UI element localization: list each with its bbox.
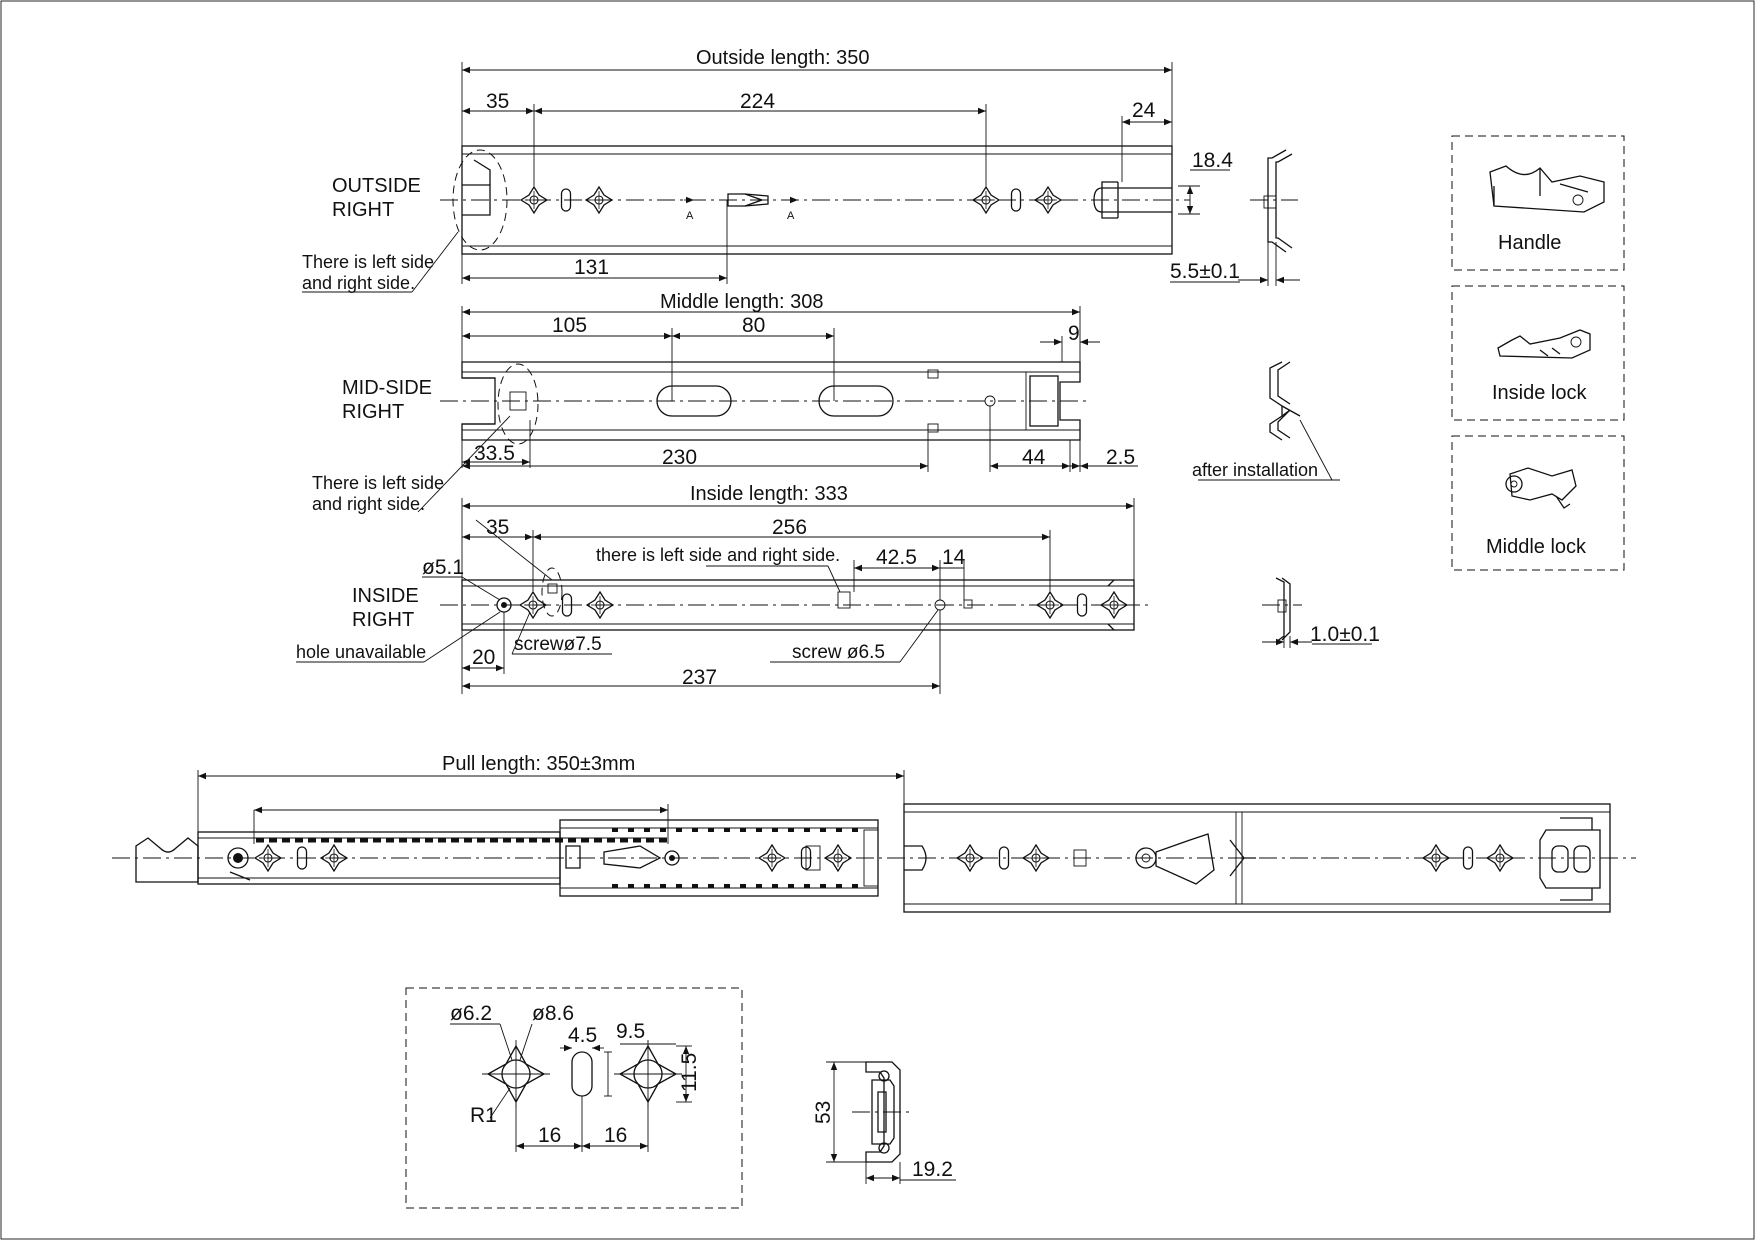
outside-dim-18-4: 18.4 bbox=[1192, 149, 1233, 172]
outside-length-label: Outside length: 350 bbox=[696, 47, 869, 69]
detail-dim-16-b: 16 bbox=[604, 1124, 627, 1147]
middle-note-line1: There is left side bbox=[312, 473, 444, 493]
inside-lock-label: Inside lock bbox=[1492, 382, 1587, 404]
inside-rail-view: Inside length: 333 35 256 42.5 14 ø5.1 2… bbox=[296, 483, 1150, 694]
outside-dim-35: 35 bbox=[486, 90, 509, 113]
assembly-outer-rail bbox=[903, 803, 1611, 913]
middle-title-line2: RIGHT bbox=[342, 401, 404, 423]
middle-title-line1: MID-SIDE bbox=[342, 377, 432, 399]
section-mark-right: A bbox=[787, 210, 795, 222]
hole-unavailable-label: hole unavailable bbox=[296, 642, 426, 662]
outside-profile: 5.5±0.1 bbox=[1170, 149, 1300, 286]
after-installation-label: after installation bbox=[1192, 460, 1318, 480]
middle-dim-2-5: 2.5 bbox=[1106, 446, 1135, 469]
profile-dim-53: 53 bbox=[812, 1101, 835, 1124]
inside-title-line2: RIGHT bbox=[352, 609, 414, 631]
inside-dim-1-0: 1.0±0.1 bbox=[1310, 623, 1380, 646]
detail-dim-r1: R1 bbox=[470, 1104, 497, 1127]
detail-dim-8-6: ø8.6 bbox=[532, 1002, 574, 1025]
middle-note-line2: and right side. bbox=[312, 494, 425, 514]
detail-dim-6-2: ø6.2 bbox=[450, 1002, 492, 1025]
detail-dim-16-a: 16 bbox=[538, 1124, 561, 1147]
outside-dim-24: 24 bbox=[1132, 99, 1156, 122]
inside-dim-14: 14 bbox=[942, 546, 966, 569]
middle-rail-view: Middle length: 308 105 80 9 33.5 230 44 … bbox=[312, 291, 1138, 514]
middle-length-label: Middle length: 308 bbox=[660, 291, 823, 313]
inside-profile: 1.0±0.1 bbox=[1262, 577, 1380, 648]
pull-length-label: Pull length: 350±3mm bbox=[442, 753, 635, 775]
part-box-inside-lock: Inside lock bbox=[1451, 285, 1625, 421]
screw-7-5-label: screwø7.5 bbox=[514, 634, 602, 655]
inside-dim-20: 20 bbox=[472, 646, 495, 669]
detail-dim-9-5: 9.5 bbox=[616, 1020, 645, 1043]
detail-dim-4-5: 4.5 bbox=[568, 1024, 597, 1047]
middle-lock-label: Middle lock bbox=[1486, 536, 1587, 558]
middle-detail-circle bbox=[497, 363, 539, 445]
outside-title-line1: OUTSIDE bbox=[332, 175, 421, 197]
screw-6-5-label: screw ø6.5 bbox=[792, 642, 885, 663]
middle-rail-body bbox=[461, 361, 1081, 441]
inside-dim-35: 35 bbox=[486, 516, 509, 539]
middle-dim-105: 105 bbox=[552, 314, 587, 337]
hole-detail-view: ø6.2 ø8.6 4.5 9.5 11.5 R1 16 16 bbox=[405, 987, 743, 1209]
assembly-view: Pull length: 350±3mm bbox=[112, 753, 1636, 913]
detail-dim-11-5: 11.5 bbox=[678, 1053, 701, 1092]
inside-title-line1: INSIDE bbox=[352, 585, 419, 607]
outside-dim-224: 224 bbox=[740, 90, 775, 113]
inside-dim-237: 237 bbox=[682, 666, 717, 689]
outside-rail-body bbox=[461, 145, 1173, 255]
inside-dim-42-5: 42.5 bbox=[876, 546, 917, 569]
outside-dim-5-5: 5.5±0.1 bbox=[1170, 260, 1240, 283]
middle-dim-80: 80 bbox=[742, 314, 765, 337]
middle-dim-44: 44 bbox=[1022, 446, 1046, 469]
section-mark-left: A bbox=[686, 210, 694, 222]
detail-circle bbox=[452, 149, 508, 251]
outside-note-line1: There is left side bbox=[302, 252, 434, 272]
inside-dim-256: 256 bbox=[772, 516, 807, 539]
part-box-middle-lock: Middle lock bbox=[1451, 435, 1625, 571]
handle-label: Handle bbox=[1498, 232, 1561, 254]
outside-note-line2: and right side. bbox=[302, 273, 415, 293]
middle-dim-9: 9 bbox=[1068, 322, 1080, 345]
inside-note-side: there is left side and right side. bbox=[596, 545, 840, 565]
profile-dim-19-2: 19.2 bbox=[912, 1158, 953, 1181]
inside-dim-5-1: ø5.1 bbox=[422, 556, 464, 579]
middle-dim-33-5: 33.5 bbox=[474, 442, 515, 465]
outside-rail-view: A A Outside length: 350 35 224 24 18.4 1… bbox=[302, 47, 1233, 293]
outside-dim-131: 131 bbox=[574, 256, 609, 279]
middle-dim-230: 230 bbox=[662, 446, 697, 469]
part-box-handle: Handle bbox=[1451, 135, 1625, 271]
outside-title-line2: RIGHT bbox=[332, 199, 394, 221]
rail-cross-section: 53 19.2 bbox=[812, 1061, 956, 1184]
inside-length-label: Inside length: 333 bbox=[690, 483, 848, 505]
middle-profile: after installation bbox=[1192, 361, 1340, 481]
